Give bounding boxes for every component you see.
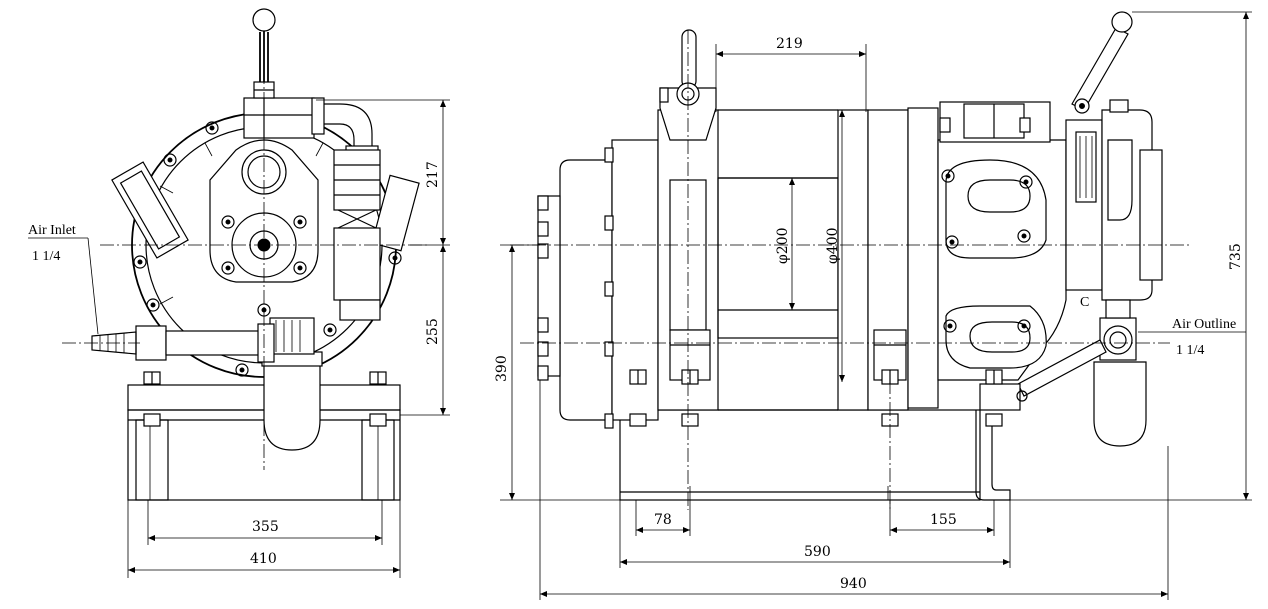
dim-side-phi200: φ200 [775,227,791,264]
front-view [62,8,430,501]
air-inlet-callout: Air Inlet 1 1/4 [28,223,99,335]
dim-side-390: 390 [494,355,510,382]
side-valve-top [939,101,1051,143]
front-lever-knob [252,8,276,32]
side-dimensions: 219 φ200 φ400 390 735 78 155 590 [494,11,1252,600]
side-lever-grip [681,29,697,89]
dim-side-590: 590 [804,544,831,560]
side-bracket [1017,339,1107,397]
air-outline-title: Air Outline [1172,317,1236,332]
side-outlet-fitting [1099,317,1137,361]
side-lever-knob [1111,11,1133,33]
front-inlet-pipe [165,330,267,356]
dim-side-phi400: φ400 [825,227,841,264]
front-inlet-nozzle [91,331,137,355]
side-muffler [1093,361,1147,447]
dim-side-219: 219 [776,36,803,52]
dim-front-410: 410 [250,551,277,567]
side-upper-port [945,159,1047,259]
front-housing-bolts [133,121,402,377]
side-right-drum-flange [837,109,869,411]
side-c-marker: C [1080,295,1089,310]
air-outline-size: 1 1/4 [1176,343,1204,358]
dim-front-217: 217 [425,161,441,188]
side-lower-port [945,305,1047,369]
air-inlet-size: 1 1/4 [32,249,60,264]
dim-side-940: 940 [840,576,867,592]
front-left-foot [135,419,169,501]
front-left-clamp [111,161,189,259]
dim-side-78: 78 [654,512,672,528]
side-view: C [510,11,1190,510]
front-valve-block [243,97,315,139]
dim-side-155: 155 [930,512,957,528]
air-inlet-title: Air Inlet [28,223,76,238]
front-muffler [263,361,321,451]
front-dimensions: 355 410 217 255 [127,99,450,578]
front-base-bolts [143,371,387,427]
side-lever-arm [1071,27,1129,111]
front-elbow-pipe [314,103,373,150]
side-base-bolts [629,369,1003,427]
front-right-clamp [371,174,420,252]
front-inlet-fitting [135,325,167,361]
side-left-cap [559,159,613,421]
side-base-foot-right [975,410,1011,501]
side-base [619,409,981,501]
dim-side-735: 735 [1228,243,1244,270]
front-hub-bolts [221,215,307,317]
air-outline-callout: Air Outline 1 1/4 [1138,317,1246,358]
dim-front-355: 355 [252,519,279,535]
side-left-bolts [537,147,614,429]
dim-front-255: 255 [425,318,441,345]
